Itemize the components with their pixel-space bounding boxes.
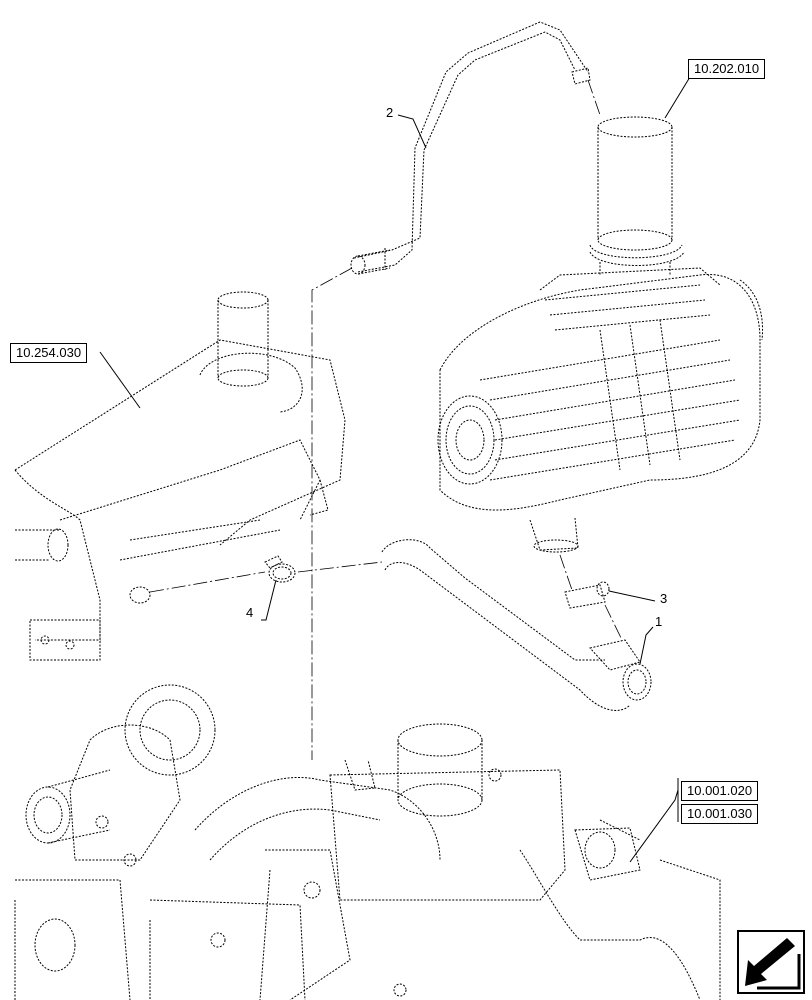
fitting [564,581,610,609]
breather-tube [350,21,591,275]
muffler [14,291,346,661]
reference-10-001-030[interactable]: 10.001.030 [681,804,759,824]
hose-clamp [264,555,296,583]
reference-10-001-020[interactable]: 10.001.020 [681,781,759,801]
reference-10-254-030[interactable]: 10.254.030 [10,343,88,363]
intake-pipe [589,116,685,275]
callout-part-2: 2 [386,105,394,120]
air-cleaner [437,267,764,553]
callout-part-4: 4 [246,605,254,620]
leader-lines [99,71,694,863]
reference-10-202-010[interactable]: 10.202.010 [688,59,766,79]
center-lines [149,79,623,760]
back-arrow-icon[interactable] [737,930,805,994]
callout-part-1: 1 [655,614,663,629]
callout-part-3: 3 [660,591,668,606]
engine [14,684,721,1000]
hose [381,539,652,711]
